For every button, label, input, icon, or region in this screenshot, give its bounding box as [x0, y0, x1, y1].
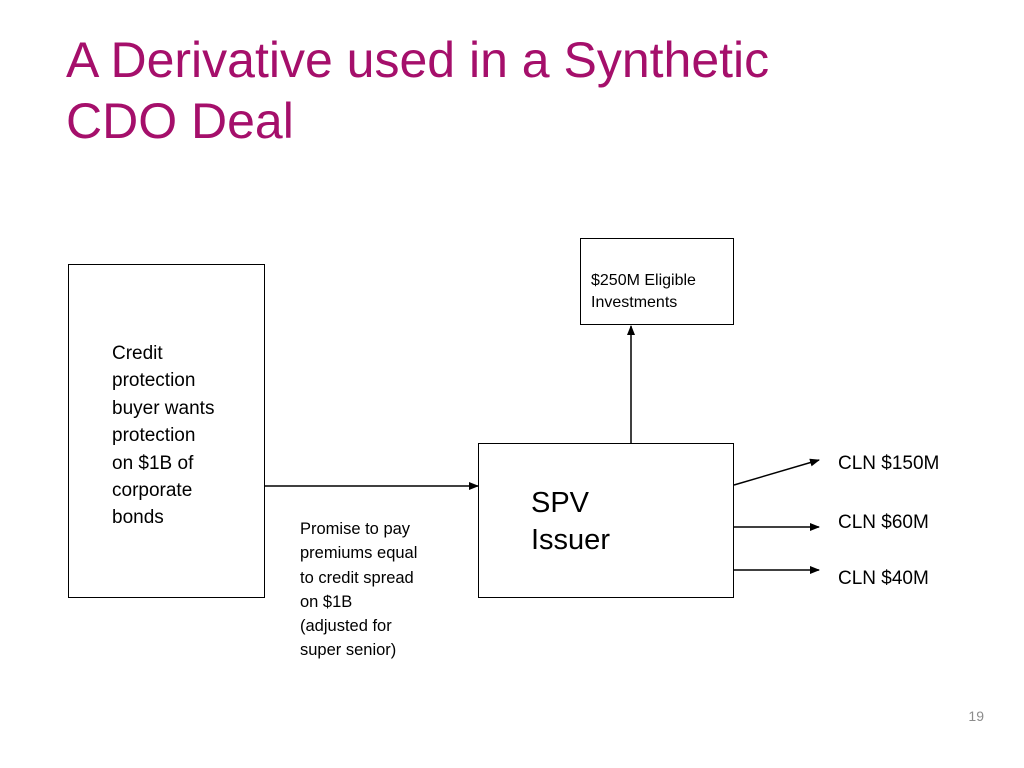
- arrow-spv-to-cln-1: [733, 458, 820, 486]
- cln-output-1: CLN $150M: [838, 453, 940, 474]
- eligible-investments-box: [580, 238, 734, 325]
- eligible-investments-label: $250M Eligible Investments: [591, 272, 696, 311]
- page-number: 19: [968, 708, 984, 724]
- premium-promise-label: Promise to pay premiums equal to credit …: [300, 520, 418, 660]
- spv-issuer-box: [478, 443, 734, 598]
- credit-protection-buyer-box: [68, 264, 265, 598]
- slide-title-line-2: CDO Deal: [66, 93, 294, 149]
- slide-title: A Derivative used in a Synthetic CDO Dea…: [66, 30, 966, 152]
- cln-output-2: CLN $60M: [838, 512, 929, 533]
- cln-output-3: CLN $40M: [838, 568, 929, 589]
- spv-issuer-label: SPV Issuer: [531, 487, 610, 556]
- slide-title-line-1: A Derivative used in a Synthetic: [66, 32, 770, 88]
- credit-protection-buyer-label: Credit protection buyer wants protection…: [112, 343, 215, 529]
